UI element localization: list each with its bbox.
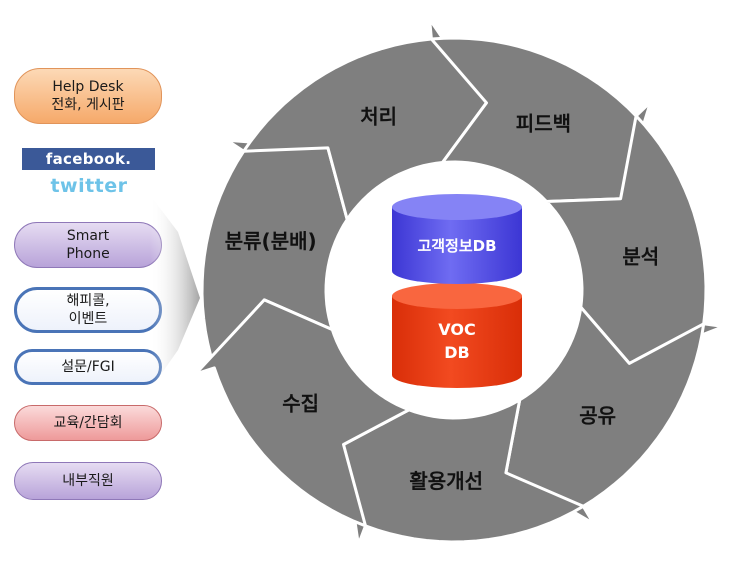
channel-internal-label: 내부직원: [62, 473, 114, 489]
customer-db-label: 고객정보DB: [417, 237, 496, 255]
channel-helpdesk-label: Help Desk 전화, 게시판: [51, 79, 125, 113]
input-funnel-arrow: [150, 195, 200, 390]
cycle-segment: [193, 298, 411, 528]
cycle-step-label: 분석: [622, 244, 659, 268]
channel-internal-pill: 내부직원: [14, 462, 162, 500]
channel-happycall-label: 해피콜, 이벤트: [66, 293, 110, 327]
cycle-step-label: 처리: [360, 105, 397, 129]
voc-db-label-line1: VOC: [438, 320, 475, 339]
channel-survey-pill: 설문/FGI: [14, 349, 162, 385]
cycle-step-label: 분류(분배): [225, 229, 317, 253]
channel-happycall-pill: 해피콜, 이벤트: [14, 287, 162, 333]
cycle-segments: [193, 17, 725, 547]
channel-education-pill: 교육/간담회: [14, 405, 162, 441]
channel-smartphone-pill: Smart Phone: [14, 222, 162, 268]
channel-smartphone-label: Smart Phone: [66, 228, 110, 262]
cycle-step-label: 수집: [282, 391, 319, 415]
customer-db-cylinder: 고객정보DB: [392, 194, 522, 284]
voc-db-cylinder: VOC DB: [392, 283, 522, 388]
cycle-step-label: 공유: [579, 404, 616, 428]
cycle-step-label: 피드백: [516, 111, 571, 135]
channel-survey-label: 설문/FGI: [61, 359, 115, 375]
facebook-logo: facebook.: [22, 148, 155, 170]
voc-db-label-line2: DB: [444, 343, 469, 362]
channel-helpdesk-pill: Help Desk 전화, 게시판: [14, 68, 162, 124]
twitter-logo: twitter: [50, 175, 128, 197]
channel-education-label: 교육/간담회: [53, 415, 123, 431]
cycle-step-label: 활용개선: [409, 469, 483, 493]
